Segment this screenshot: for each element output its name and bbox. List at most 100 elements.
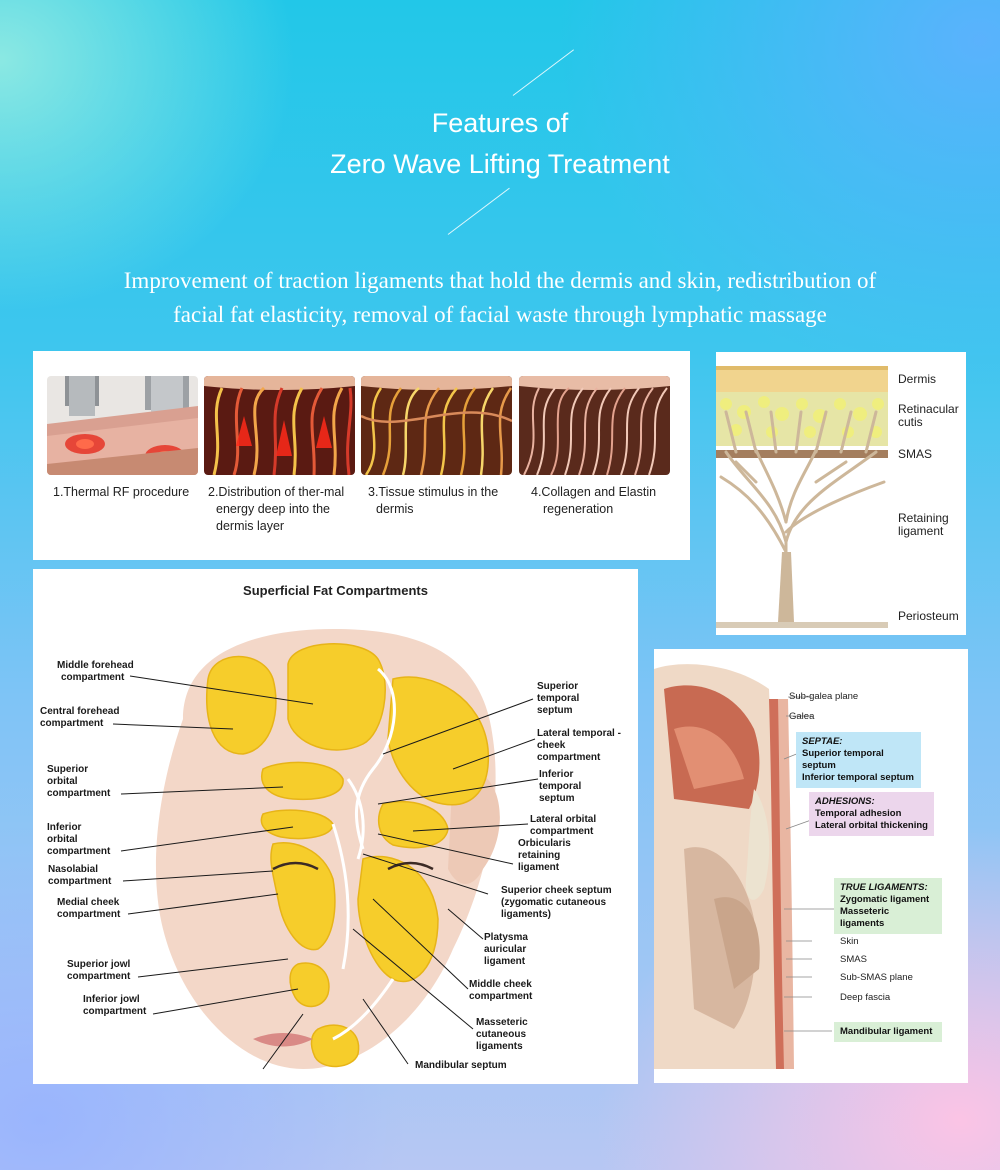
nasolabial-text-1: Nasolabial: [48, 864, 99, 875]
orbicularis-label: Orbicularis retaining ligament: [518, 838, 571, 874]
superior-orbital-label: Superior orbital compartment: [47, 764, 110, 800]
step-4-label: 4.Collagen and Elastin regeneration: [531, 484, 656, 518]
title-line-1: Features of: [431, 108, 569, 138]
adhesions-box: ADHESIONS: Temporal adhesion Lateral orb…: [809, 792, 934, 836]
mandibular-ligament-box: Mandibular ligament: [834, 1022, 942, 1042]
step-3-label: 3.Tissue stimulus in the dermis: [368, 484, 498, 518]
septa-ligaments-panel: Sub-galea plane Galea SEPTAE: Superior t…: [654, 649, 968, 1083]
collagen-regeneration-image: [519, 376, 670, 475]
medial-cheek-text-2: compartment: [57, 909, 121, 920]
step-3-text-1: 3.Tissue stimulus in the: [368, 485, 499, 499]
retaining-ligament-panel: Dermis Retinacular cutis SMAS Retaining …: [716, 352, 966, 635]
side-face-anatomy-illustration: [654, 664, 834, 1069]
superior-cheek-text-3: ligaments): [501, 909, 552, 920]
lateral-orbital-text-1: Lateral orbital: [530, 814, 597, 825]
retaining-ligament-label: Retaining ligament: [898, 512, 949, 538]
middle-forehead-label: Middle forehead compartment: [57, 660, 134, 684]
galea-label: Galea: [789, 711, 815, 722]
superior-temporal-text-3: septum: [537, 705, 573, 716]
step-2-text-3: dermis layer: [216, 519, 285, 533]
page-subtitle: Improvement of traction ligaments that h…: [40, 264, 960, 332]
inferior-orbital-text-3: compartment: [47, 846, 111, 857]
superior-jowl-label: Superior jowl compartment: [67, 959, 130, 983]
orbicularis-text-2: retaining: [518, 850, 561, 861]
central-forehead-label: Central forehead compartment: [40, 706, 119, 730]
subtitle-line-1: Improvement of traction ligaments that h…: [123, 268, 877, 293]
platysma-text-3: ligament: [484, 956, 526, 967]
medial-cheek-label: Medial cheek compartment: [57, 897, 120, 921]
middle-cheek-label: Middle cheek compartment: [469, 979, 532, 1003]
masseteric-label: Masseteric cutaneous ligaments: [476, 1017, 528, 1053]
true-ligaments-box: TRUE LIGAMENTS: Zygomatic ligament Masse…: [834, 878, 942, 934]
sub-smas-label: Sub-SMAS plane: [840, 972, 913, 983]
superior-cheek-text-1: Superior cheek septum: [501, 885, 612, 896]
mandibular-ligament-text: Mandibular ligament: [840, 1026, 933, 1037]
platysma-label: Platysma auricular ligament: [484, 932, 528, 968]
step-4-text-2: regeneration: [543, 502, 614, 516]
lateral-temporal-text-3: compartment: [537, 752, 601, 763]
inferior-temporal-text-1: Inferior: [539, 769, 574, 780]
smas-label: SMAS: [898, 447, 933, 461]
septae-item-2: Inferior temporal septum: [802, 772, 914, 783]
inferior-orbital-text-1: Inferior: [47, 822, 82, 833]
middle-cheek-text-1: Middle cheek: [469, 979, 532, 990]
mandibular-septum-label: Mandibular septum: [415, 1060, 507, 1071]
retaining-ligament-illustration: [716, 366, 888, 628]
dermis-label: Dermis: [898, 372, 936, 386]
title-line-2: Zero Wave Lifting Treatment: [330, 149, 670, 179]
septae-box: SEPTAE: Superior temporal septum Inferio…: [796, 732, 921, 788]
lateral-temporal-label: Lateral temporal - cheek compartment: [537, 728, 621, 764]
retaining-text-1: Retaining: [898, 511, 949, 525]
masseteric-text-3: ligaments: [476, 1041, 523, 1052]
decorative-line-top: [512, 49, 574, 96]
middle-forehead-text-1: Middle forehead: [57, 660, 134, 671]
step-3-text-2: dermis: [376, 502, 414, 516]
superior-temporal-text-1: Superior: [537, 681, 579, 692]
rf-procedure-panel: 1.Thermal RF procedure 2.Distribution of…: [33, 351, 690, 560]
masseteric-text-2: cutaneous: [476, 1029, 527, 1040]
inferior-temporal-text-2: temporal: [539, 781, 582, 792]
superior-orbital-text-1: Superior: [47, 764, 89, 775]
orbicularis-text-1: Orbicularis: [518, 838, 571, 849]
inferior-jowl-label: Inferior jowl compartment: [83, 994, 146, 1018]
true-ligaments-item-2: Masseteric ligaments: [840, 906, 890, 929]
step-2-label: 2.Distribution of ther-mal energy deep i…: [208, 484, 344, 535]
superior-temporal-text-2: temporal: [537, 693, 580, 704]
inferior-temporal-text-3: septum: [539, 793, 575, 804]
smas-label: SMAS: [840, 954, 867, 965]
inferior-jowl-text-2: compartment: [83, 1006, 147, 1017]
orbicularis-text-3: ligament: [518, 862, 560, 873]
tissue-stimulus-image: [361, 376, 512, 475]
face-fat-illustration: [112, 629, 539, 1070]
septae-item-1: Superior temporal septum: [802, 748, 884, 771]
skin-label: Skin: [840, 936, 859, 947]
masseteric-text-1: Masseteric: [476, 1017, 528, 1028]
lateral-orbital-label: Lateral orbital compartment: [530, 814, 596, 838]
superior-orbital-text-2: orbital: [47, 776, 78, 787]
retaining-text-2: ligament: [898, 524, 944, 538]
sub-galea-label: Sub-galea plane: [789, 691, 859, 702]
superior-cheek-septum-label: Superior cheek septum (zygomatic cutaneo…: [501, 885, 612, 921]
thermal-distribution-image: [204, 376, 355, 475]
lateral-temporal-text-2: cheek: [537, 740, 566, 751]
adhesions-item-2: Lateral orbital thickening: [815, 820, 928, 831]
nasolabial-label: Nasolabial compartment: [48, 864, 111, 888]
page-title: Features of Zero Wave Lifting Treatment: [0, 103, 1000, 185]
superior-temporal-label: Superior temporal septum: [537, 681, 579, 717]
fat-compartments-panel: Superficial Fat Compartments: [33, 569, 638, 1084]
nasolabial-text-2: compartment: [48, 876, 112, 887]
inferior-orbital-label: Inferior orbital compartment: [47, 822, 110, 858]
periosteum-label: Periosteum: [898, 609, 959, 623]
platysma-text-2: auricular: [484, 944, 527, 955]
central-forehead-text-2: compartment: [40, 718, 104, 729]
true-ligaments-item-1: Zygomatic ligament: [840, 894, 930, 905]
adhesions-heading: ADHESIONS:: [815, 796, 875, 807]
middle-forehead-text-2: compartment: [61, 672, 125, 683]
medial-cheek-text-1: Medial cheek: [57, 897, 120, 908]
lateral-orbital-text-2: compartment: [530, 826, 594, 837]
thermal-rf-image: [47, 376, 198, 475]
decorative-line-bottom: [447, 187, 510, 235]
true-ligaments-heading: TRUE LIGAMENTS:: [840, 882, 928, 893]
subtitle-line-2: facial fat elasticity, removal of facial…: [173, 302, 827, 327]
step-1-label: 1.Thermal RF procedure: [53, 484, 189, 501]
